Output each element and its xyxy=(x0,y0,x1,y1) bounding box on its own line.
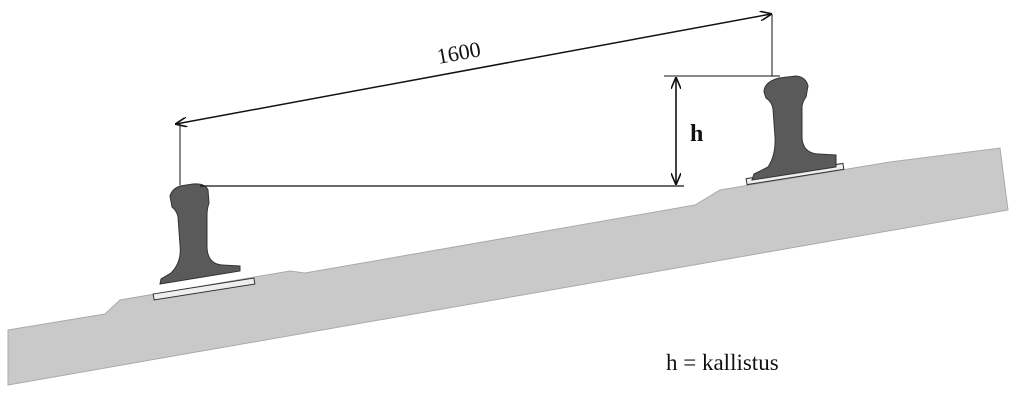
right-rail-profile xyxy=(751,75,837,181)
left-rail xyxy=(152,183,256,301)
left-rail-profile xyxy=(159,183,241,285)
legend-text: h = kallistus xyxy=(666,350,779,375)
left-tie-plate xyxy=(152,277,256,301)
gauge-dimension-line xyxy=(176,14,771,124)
right-rail xyxy=(745,75,845,186)
height-label: h xyxy=(690,121,703,147)
gauge-label: 1600 xyxy=(435,36,483,69)
track-bed xyxy=(7,147,1009,386)
